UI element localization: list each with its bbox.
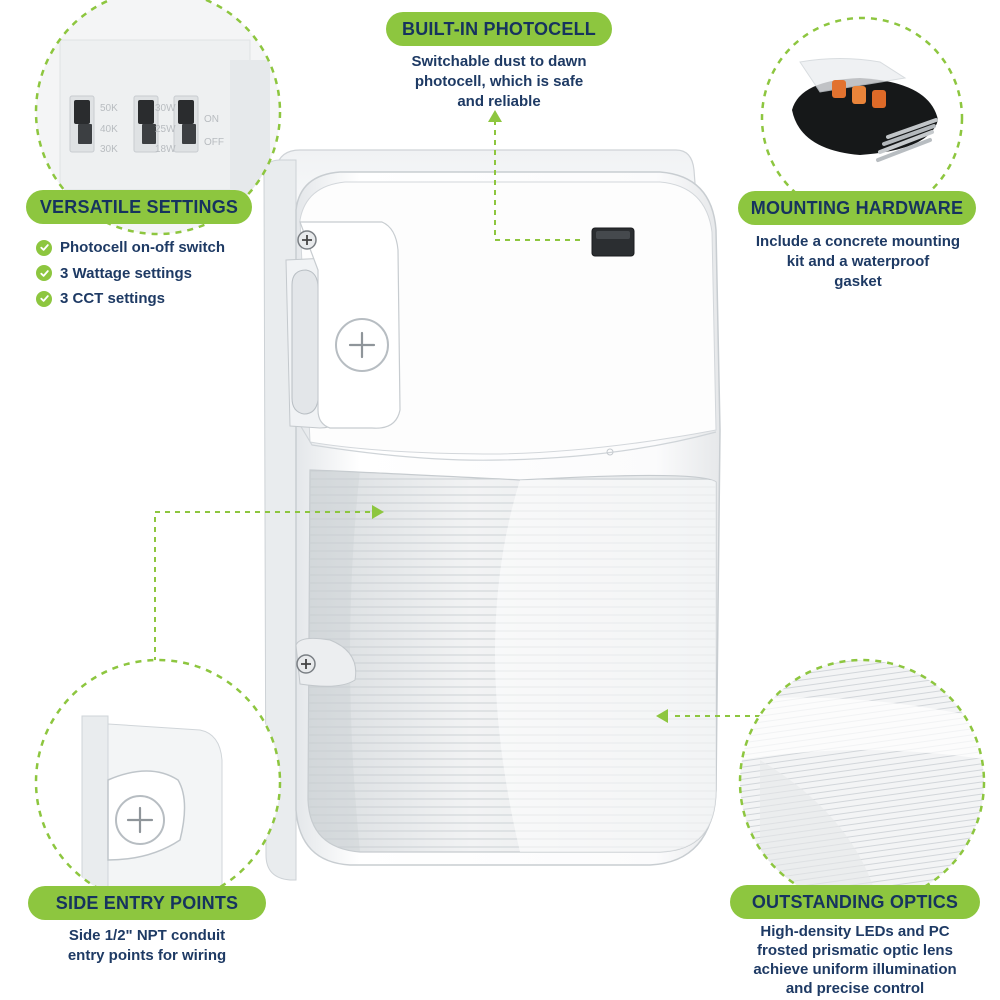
wattage-label-2: 25W [155,124,176,135]
light-fixture [263,149,721,881]
list-item: Photocell on-off switch [36,235,225,261]
optics-title: OUTSTANDING OPTICS [751,891,959,912]
optic-lens-detail [738,658,986,906]
versatile-item-2: 3 Wattage settings [60,264,192,282]
connector-lines [154,120,760,717]
wattage-label-3: 18W [155,144,176,155]
mounting-hardware-title: MOUNTING HARDWARE [750,197,964,218]
side-entry-badge: SIDE ENTRY POINTS [28,886,266,920]
side-entry-line-2: entry points for wiring [67,947,227,964]
list-item: 3 CCT settings [36,286,225,312]
mounting-line-3: gasket [834,273,882,290]
side-entry-title: SIDE ENTRY POINTS [55,892,239,913]
cct-label-1: 50K [100,103,118,114]
versatile-settings-badge: VERSATILE SETTINGS [26,190,252,224]
mounting-line-1: Include a concrete mounting [755,233,961,250]
check-icon [36,265,52,282]
optics-badge: OUTSTANDING OPTICS [730,885,980,919]
photocell-description: Switchable dust to dawn photocell, which… [366,52,632,112]
wattage-label-1: 30W [155,103,176,114]
optics-line-1: High-density LEDs and PC [760,923,950,940]
side-entry-detail [34,658,282,906]
mounting-line-2: kit and a waterproof [786,253,930,270]
connector-arrows [372,110,668,723]
check-icon [36,290,52,307]
check-icon [36,239,52,256]
cct-label-2: 40K [100,124,118,135]
photocell-line-2: photocell, which is safe [414,73,584,90]
mounting-hardware-detail [760,16,964,220]
photocell-line-3: and reliable [457,93,541,110]
versatile-settings-title: VERSATILE SETTINGS [39,196,239,217]
versatile-item-3: 3 CCT settings [60,290,166,308]
mounting-hardware-description: Include a concrete mounting kit and a wa… [720,232,996,292]
photocell-badge: BUILT-IN PHOTOCELL [386,12,612,46]
list-item: 3 Wattage settings [36,261,225,287]
mounting-hardware-badge: MOUNTING HARDWARE [738,191,976,225]
photocell-label-on: ON [204,114,219,125]
optics-line-2: frosted prismatic optic lens [757,942,953,959]
side-entry-description: Side 1/2" NPT conduit entry points for w… [18,926,276,966]
cct-label-3: 30K [100,144,118,155]
optics-line-4: and precise control [785,980,925,997]
photocell-label-off: OFF [204,137,224,148]
versatile-settings-list: Photocell on-off switch 3 Wattage settin… [36,235,225,312]
side-entry-line-1: Side 1/2" NPT conduit [68,927,226,944]
photocell-line-1: Switchable dust to dawn [411,53,587,70]
versatile-item-1: Photocell on-off switch [60,239,225,257]
photocell-title: BUILT-IN PHOTOCELL [402,18,596,39]
optics-line-3: achieve uniform illumination [753,961,957,978]
optics-description: High-density LEDs and PC frosted prismat… [715,922,995,998]
